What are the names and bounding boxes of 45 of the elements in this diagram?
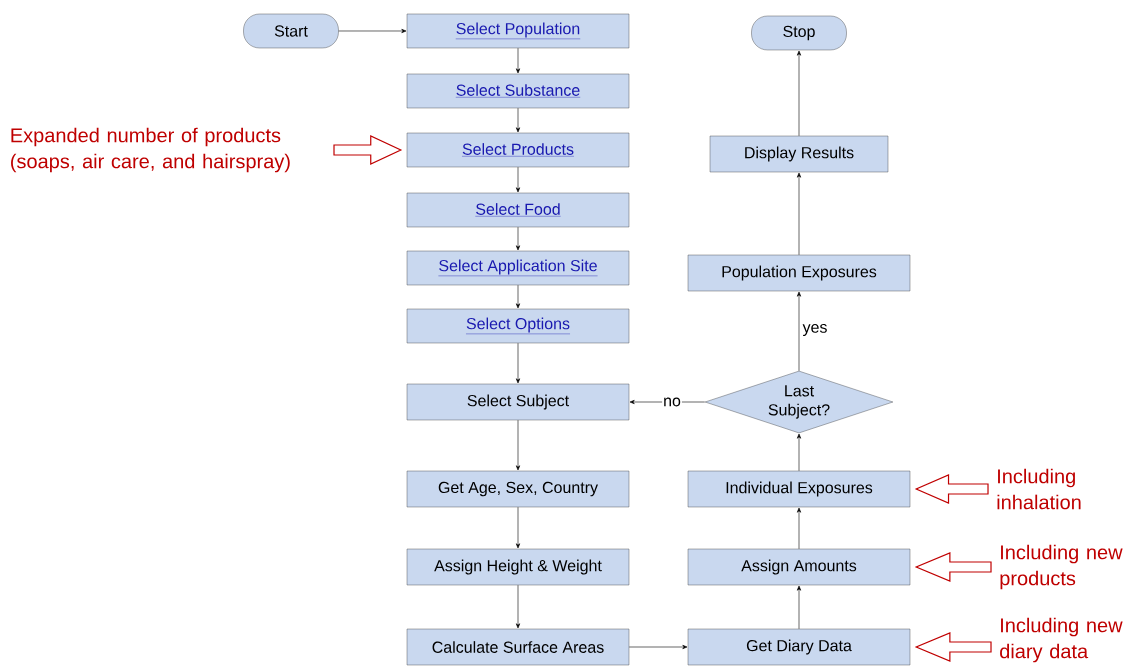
process-box: Get Age, Sex, Country — [406, 470, 630, 508]
block-arrow — [333, 135, 403, 165]
arrow — [515, 107, 521, 133]
arrow — [515, 226, 521, 251]
link-box: Select Food — [406, 192, 630, 228]
arrow — [629, 399, 706, 405]
annotation-text: Including new products — [1000, 544, 1123, 590]
terminal-box: Start — [243, 13, 339, 49]
arrow — [796, 291, 802, 372]
terminal-box: Stop — [751, 15, 847, 51]
arrow — [796, 433, 802, 472]
process-box: Assign Amounts — [687, 548, 911, 586]
arrow — [515, 506, 521, 549]
edge-label: no — [662, 396, 682, 408]
process-box: Calculate Surface Areas — [406, 628, 630, 666]
link-box: Select Substance — [406, 73, 630, 109]
edge-label: yes — [801, 323, 829, 337]
arrow — [796, 50, 802, 137]
block-arrow — [914, 632, 992, 662]
process-box: Population Exposures — [687, 254, 911, 292]
process-box: Select Subject — [406, 383, 630, 421]
link-box: Select Options — [406, 308, 630, 344]
process-box: Assign Height & Weight — [406, 548, 630, 586]
arrow — [515, 47, 521, 74]
arrow — [628, 644, 688, 650]
arrow — [515, 342, 521, 384]
arrow — [338, 28, 407, 34]
block-arrow — [914, 552, 992, 582]
arrow — [796, 172, 802, 256]
link-box: Select Products — [406, 132, 630, 168]
arrow — [515, 284, 521, 309]
annotation-text: Including inhalation — [997, 468, 1081, 510]
link-box: Select Population — [406, 13, 630, 49]
process-box: Individual Exposures — [687, 470, 911, 508]
arrow — [515, 166, 521, 193]
arrow — [796, 507, 802, 550]
annotation-text: Including new diary data — [1000, 617, 1123, 663]
link-box: Select Application Site — [406, 250, 630, 286]
arrow — [515, 584, 521, 629]
process-box: Get Diary Data — [687, 628, 911, 666]
process-box: Display Results — [709, 135, 889, 173]
arrow — [515, 419, 521, 471]
arrow — [796, 585, 802, 630]
annotation-text: Expanded number of products (soaps, air care, and hairspray) — [11, 127, 290, 173]
block-arrow — [914, 474, 989, 504]
